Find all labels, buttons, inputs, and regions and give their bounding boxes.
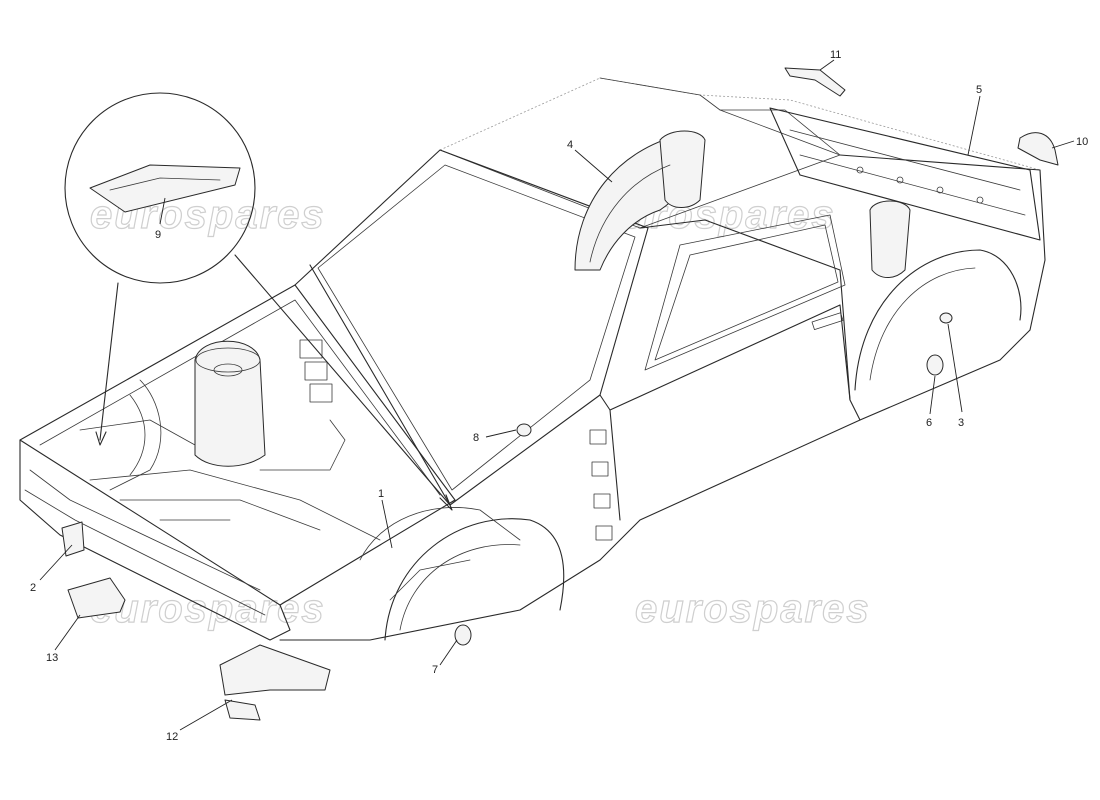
callout-6: 6 <box>926 417 932 429</box>
leader-lines <box>39 59 1075 731</box>
car-body-outline <box>19 109 1046 641</box>
callout-3: 3 <box>958 417 964 429</box>
rear-panel-structure <box>769 107 1041 278</box>
front-strut-tower <box>194 340 266 467</box>
callout-10: 10 <box>1076 136 1088 148</box>
callout-9: 9 <box>155 229 161 241</box>
part-2-bracket <box>61 521 85 557</box>
part-6-plug <box>926 354 944 376</box>
callout-13: 13 <box>46 652 58 664</box>
part-8-grommet <box>516 423 532 437</box>
part-4-inner-wheelhouse <box>574 130 706 271</box>
part-10-bracket <box>1017 132 1059 166</box>
callout-12: 12 <box>166 731 178 743</box>
callout-7: 7 <box>432 664 438 676</box>
callout-2: 2 <box>30 582 36 594</box>
callout-5: 5 <box>976 84 982 96</box>
part-3-grommet <box>939 312 953 324</box>
watermark-group: eurospares eurospares eurospares eurospa… <box>89 192 871 631</box>
callout-1: 1 <box>378 488 384 500</box>
callout-labels: 1 2 3 4 5 6 7 8 9 10 11 12 13 <box>30 49 1088 743</box>
callout-11: 11 <box>830 49 841 61</box>
part-12-bracket <box>219 644 331 721</box>
watermark-bottom-right: eurospares <box>635 587 871 631</box>
part-9-panel <box>89 164 241 213</box>
door-handle <box>811 312 844 331</box>
callout-4: 4 <box>567 139 573 151</box>
part-11-bracket <box>784 67 846 97</box>
callout-8: 8 <box>473 432 479 444</box>
rear-strut-tower <box>869 200 911 278</box>
engine-bay <box>79 339 613 601</box>
part-13-bracket <box>67 577 126 619</box>
part-9-detail-inset <box>64 92 453 511</box>
part-7-plug <box>454 624 472 646</box>
